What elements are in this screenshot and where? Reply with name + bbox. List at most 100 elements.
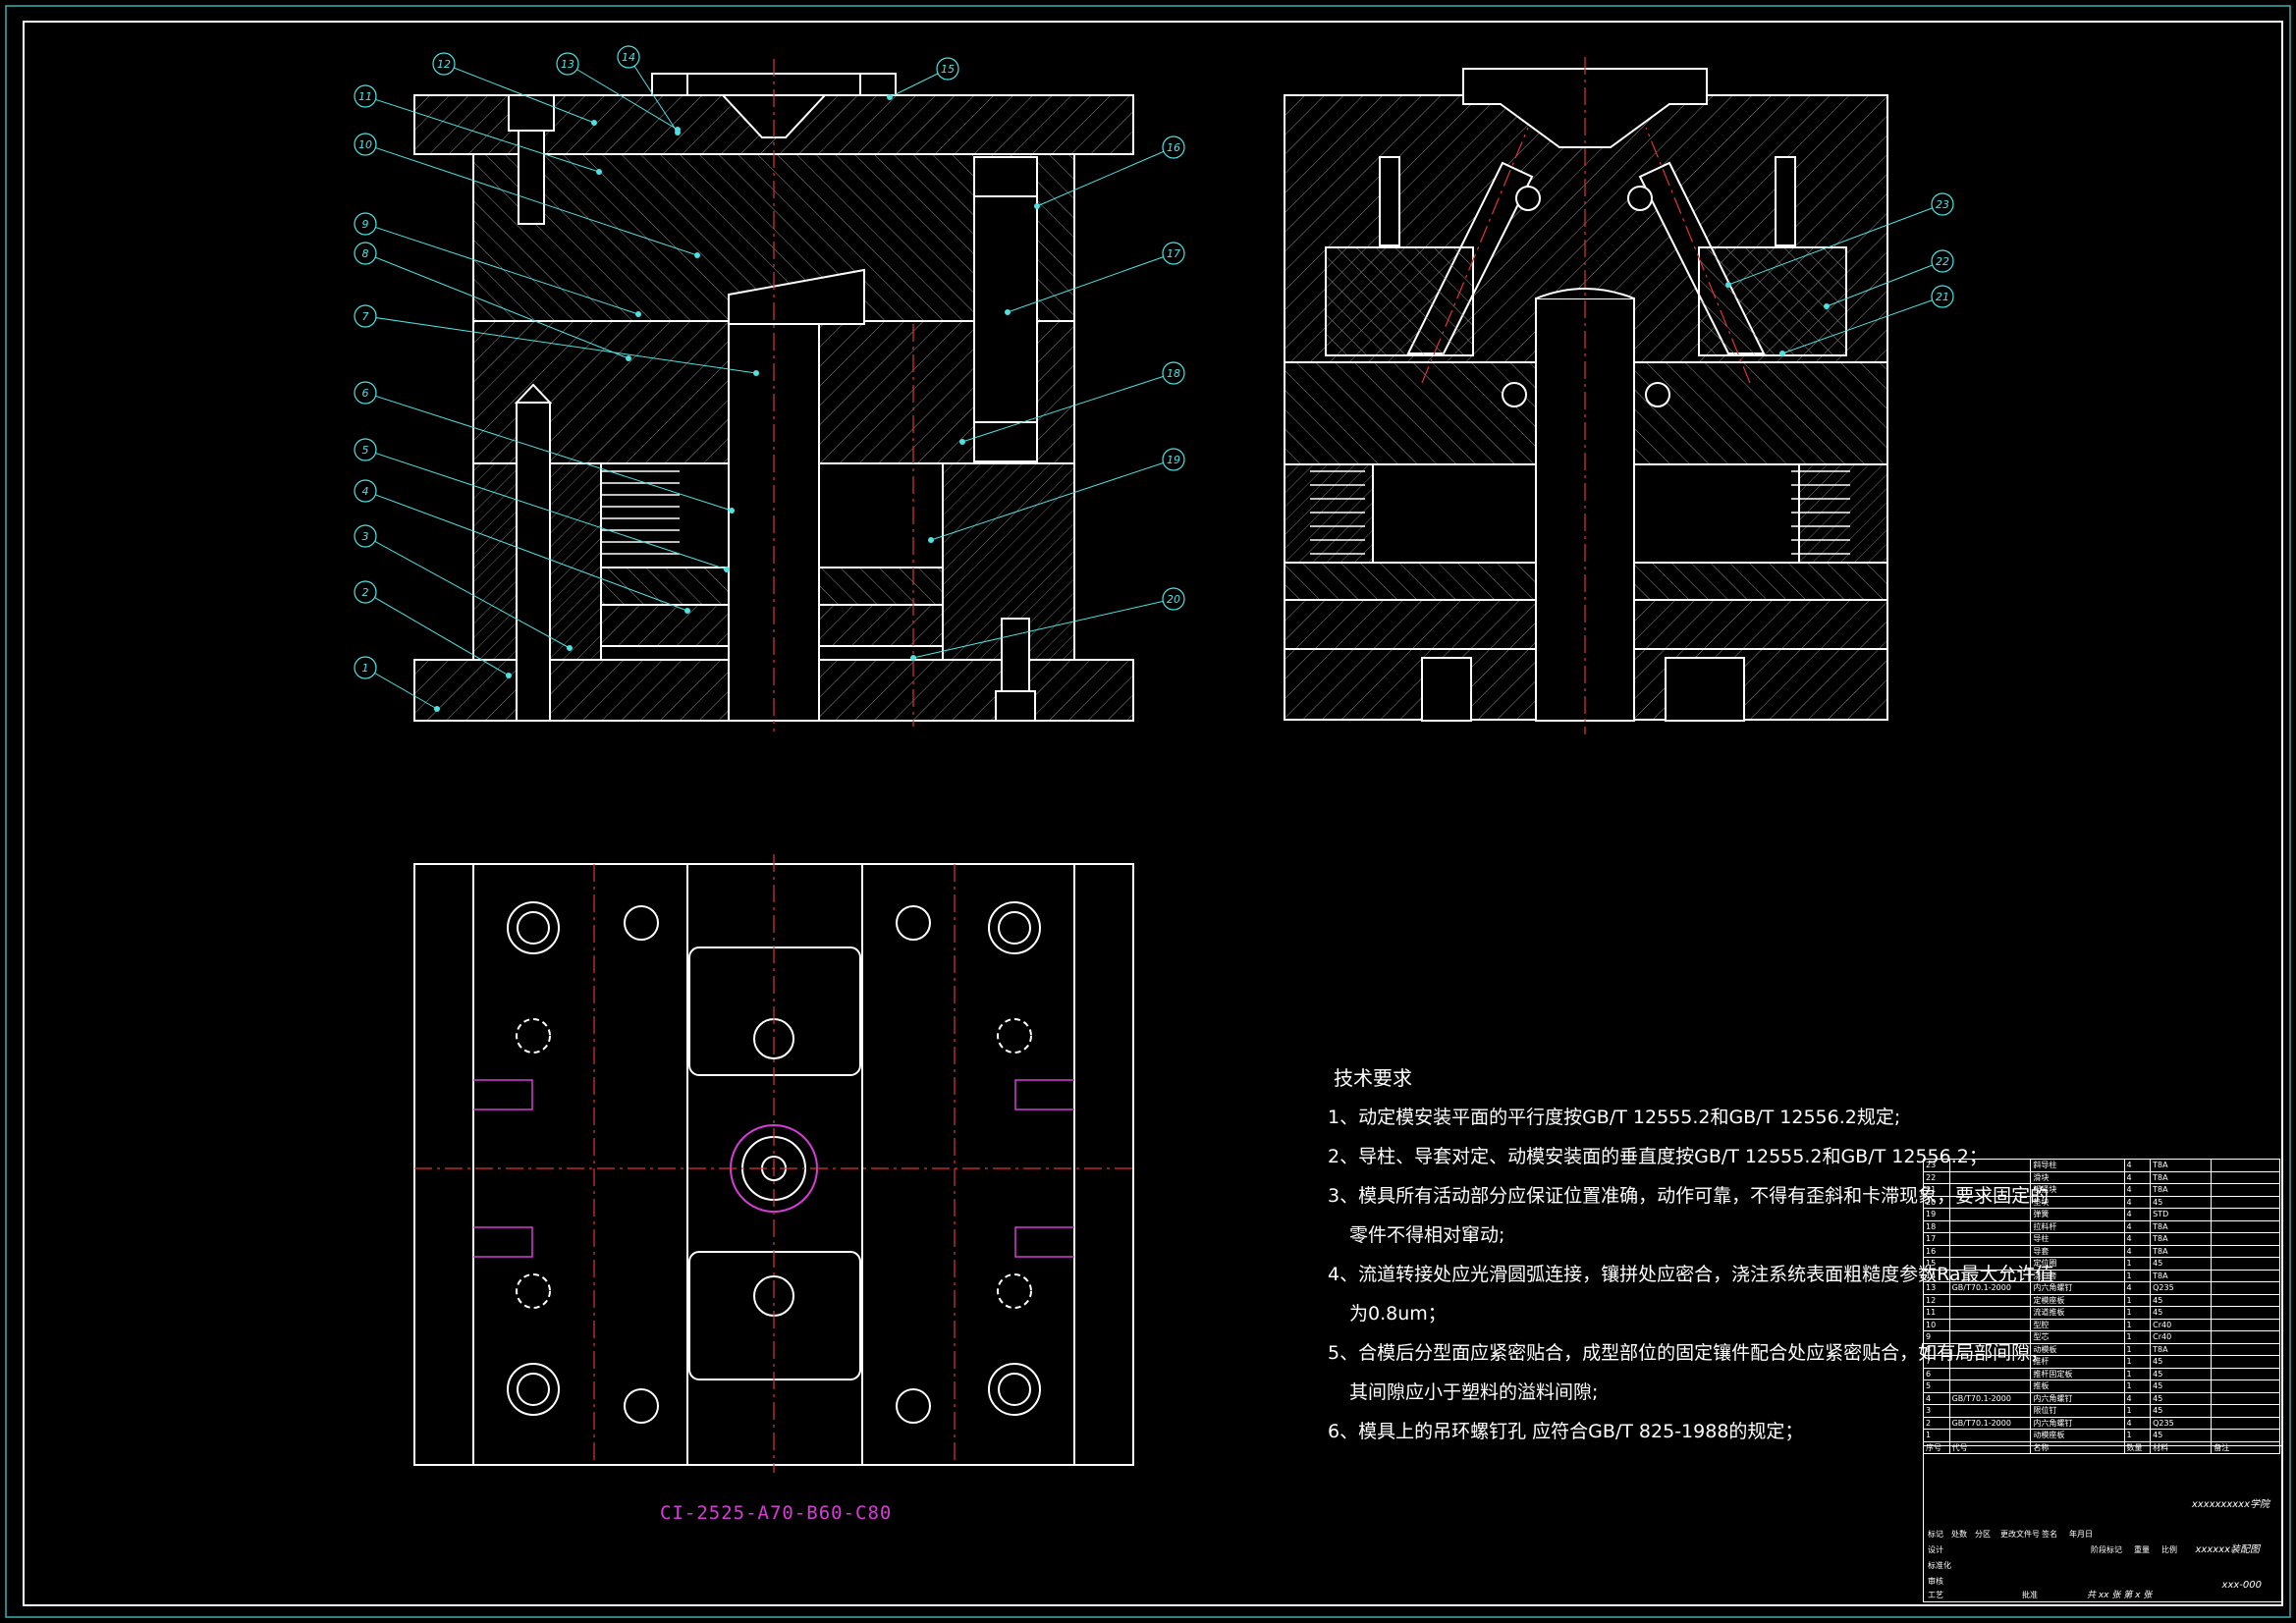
leader-line [364, 143, 698, 256]
bom-cell [1948, 1380, 2032, 1393]
bom-cell: 4 [1923, 1391, 1950, 1405]
bom-cell [1948, 1342, 2032, 1356]
leader-dot [675, 130, 681, 135]
tech-item: 5、合模后分型面应紧密贴合，成型部位的固定镶件配合处应紧密贴合，如有局部间隙， [1328, 1342, 2050, 1364]
bom-cell: 流道推板 [2030, 1306, 2125, 1320]
tech-item: 2、导柱、导套对定、动模安装面的垂直度按GB/T 12555.2和GB/T 12… [1328, 1146, 1988, 1167]
bom-cell [2211, 1404, 2280, 1418]
bom-cell: 型芯 [2030, 1330, 2125, 1344]
balloon-number: 16 [1167, 141, 1180, 154]
bom-cell: 22 [1923, 1170, 1950, 1184]
bom-cell [2211, 1318, 2280, 1331]
balloon-number: 1 [362, 662, 369, 675]
bom-cell [1948, 1159, 2032, 1172]
bom-cell: 弹簧 [2030, 1208, 2125, 1221]
balloon-number: 21 [1936, 291, 1949, 303]
title-block-label: 设计 [1928, 1545, 1943, 1554]
leader-line [364, 535, 571, 649]
balloon-circle [354, 524, 377, 548]
bom-cell [2211, 1170, 2280, 1184]
balloon-number: 11 [358, 90, 372, 103]
bom-cell: GB/T70.1-2000 [1948, 1281, 2032, 1295]
bom-cell: T8A [2150, 1183, 2213, 1197]
leader-line [1826, 260, 1943, 307]
bom-cell [2211, 1219, 2280, 1233]
leader-line [930, 459, 1175, 541]
bom-cell: 1 [2123, 1330, 2152, 1344]
balloon-circle [354, 580, 377, 604]
bom-cell [2211, 1342, 2280, 1356]
leader-dot [684, 608, 690, 614]
leader-line [1036, 146, 1175, 207]
balloon-circle [1162, 135, 1185, 159]
bom-cell: 1 [2123, 1318, 2152, 1331]
bom-cell: 限位钉 [2030, 1404, 2125, 1418]
bom-cell: 12 [1923, 1293, 1950, 1307]
bom-cell: 15 [1923, 1257, 1950, 1271]
bom-cell: 13 [1923, 1281, 1950, 1295]
bom-cell: 4 [2123, 1208, 2152, 1221]
title-block-label: 工艺 [1928, 1591, 1943, 1599]
leader-dot [1034, 203, 1040, 209]
bom-cell: 1 [2123, 1380, 2152, 1393]
bom-cell: 4 [2123, 1232, 2152, 1246]
title-block-label: 签名 [2042, 1530, 2057, 1539]
balloon: 21 [1779, 285, 1954, 356]
bom-cell: Cr40 [2150, 1330, 2213, 1344]
balloon-circle [1162, 242, 1185, 265]
balloon-circle [1931, 192, 1954, 216]
bom-cell: 45 [2150, 1195, 2213, 1209]
bom-cell: 动模座板 [2030, 1429, 2125, 1442]
tech-item: 为0.8um； [1349, 1303, 1447, 1325]
bom-cell: 3 [1923, 1404, 1950, 1418]
bom-cell: 楔紧块 [2030, 1183, 2125, 1197]
tech-title: 技术要求 [1334, 1066, 1412, 1090]
bom-cell: 1 [2123, 1306, 2152, 1320]
bom-cell: 20 [1923, 1195, 1950, 1209]
leader-dot [724, 567, 730, 572]
bom-cell: 拉料杆 [2030, 1219, 2125, 1233]
bom-cell: 21 [1923, 1183, 1950, 1197]
bom-cell: 4 [2123, 1195, 2152, 1209]
balloon-number: 17 [1167, 247, 1180, 260]
leader-dot [591, 120, 597, 126]
balloon-number: 8 [362, 247, 369, 260]
title-block-label: 更改文件号 [2000, 1530, 2040, 1539]
bom-cell: 内六角螺钉 [2030, 1391, 2125, 1405]
balloon-number: 9 [362, 218, 369, 231]
bom-cell [2211, 1306, 2280, 1320]
balloon-number: 12 [437, 58, 451, 71]
bom-cell: 19 [1923, 1208, 1950, 1221]
title-block-label: 处数 [1951, 1530, 1967, 1539]
balloon: 15 [887, 57, 959, 100]
bom-cell: 材料 [2150, 1440, 2213, 1454]
bom-cell: 45 [2150, 1306, 2213, 1320]
balloon-number: 5 [362, 444, 369, 457]
balloon-number: 15 [941, 63, 955, 76]
outer-frame [5, 5, 2291, 1618]
bom-cell [2211, 1195, 2280, 1209]
sheet-count: 共 xx 张 第 x 张 [2087, 1591, 2153, 1600]
bom-cell: Q235 [2150, 1281, 2213, 1295]
leader-dot [434, 706, 440, 712]
bom-cell [1948, 1355, 2032, 1369]
bom-cell: 4 [2123, 1281, 2152, 1295]
bom-cell: 9 [1923, 1330, 1950, 1344]
tech-item: 零件不得相对窜动; [1349, 1224, 1505, 1246]
bom-cell: 1 [1923, 1429, 1950, 1442]
bom-cell [1948, 1429, 2032, 1442]
balloon: 14 [617, 45, 681, 135]
bom-cell [2211, 1232, 2280, 1246]
bom-cell: 4 [2123, 1416, 2152, 1430]
bom-cell [1948, 1306, 2032, 1320]
balloon-circle [936, 57, 959, 81]
bom-cell [1948, 1257, 2032, 1271]
balloon: 6 [354, 381, 735, 514]
